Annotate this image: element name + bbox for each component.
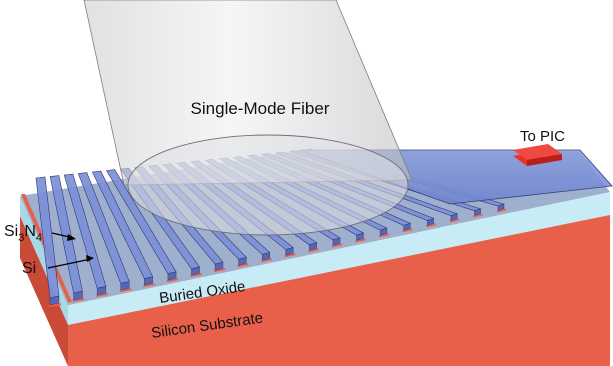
si3n4-arrowhead — [67, 234, 76, 241]
grating-si-line — [497, 208, 506, 213]
grating-si-line — [49, 303, 61, 307]
grating-ridge-end — [238, 257, 247, 266]
grating-ridge-end — [191, 266, 200, 276]
grating-ridge-end — [450, 213, 458, 221]
pic-block-top — [513, 144, 562, 160]
grating-ridge-end — [403, 223, 411, 231]
pic-block-side — [527, 154, 562, 166]
grating-si-line — [402, 228, 413, 233]
grating-ridge-end — [427, 218, 434, 226]
grating-si-line — [96, 293, 108, 298]
to-pic-block — [513, 144, 562, 166]
grating-ridge-end — [120, 281, 130, 291]
fiber-end-face — [127, 134, 409, 236]
grating-ridge-end — [73, 290, 83, 301]
grating-si-line — [214, 268, 225, 273]
grating-si-line — [284, 253, 296, 258]
grating-ridge-end — [214, 261, 224, 271]
grating-ridge-end — [379, 227, 388, 236]
single-mode-fiber — [83, 0, 413, 236]
grating-ridge-end — [167, 271, 177, 281]
grating-si-line — [426, 223, 436, 228]
si3n4-sub2: 4 — [36, 232, 42, 244]
grating-ridge-end — [497, 203, 505, 211]
grating-ridge-end — [332, 237, 341, 246]
si3n4-label: Si3N4 — [4, 223, 42, 244]
grating-si-line — [449, 218, 460, 223]
grating-ridge-end — [144, 276, 153, 286]
grating-si-line — [143, 283, 155, 288]
grating-si-line — [473, 213, 483, 218]
grating-ridge-end — [285, 247, 294, 256]
grating-si-line — [72, 298, 85, 303]
grating-si-line — [119, 288, 132, 293]
grating-si-line — [308, 248, 319, 253]
grating-si-line — [237, 263, 249, 268]
si3n4-sub1: 3 — [18, 232, 24, 244]
si3n4-base2: N — [24, 223, 36, 240]
si-arrow — [47, 258, 92, 269]
grating-ridge-end — [309, 242, 317, 251]
grating-si-line — [331, 243, 343, 248]
grating-ridge-end — [262, 252, 270, 261]
grating-ridge-end — [356, 232, 364, 241]
grating-ridge-end — [49, 295, 60, 306]
grating-ridge-end — [96, 286, 107, 296]
substrate-left-face — [20, 216, 68, 366]
grating-si-line — [379, 233, 389, 238]
to-pic-label: To PIC — [520, 128, 565, 145]
grating-si-line — [190, 273, 202, 278]
fiber-body — [83, 0, 413, 186]
grating-ridge-end — [474, 208, 481, 216]
si-label: Si — [22, 260, 36, 277]
si-arrowhead — [86, 255, 94, 262]
grating-si-line — [166, 278, 179, 283]
oxide-front-face — [68, 192, 610, 325]
fiber-label: Single-Mode Fiber — [191, 99, 330, 118]
grating-si-line — [261, 258, 272, 263]
si3n4-base1: Si — [4, 223, 18, 240]
grating-si-line — [355, 238, 366, 243]
